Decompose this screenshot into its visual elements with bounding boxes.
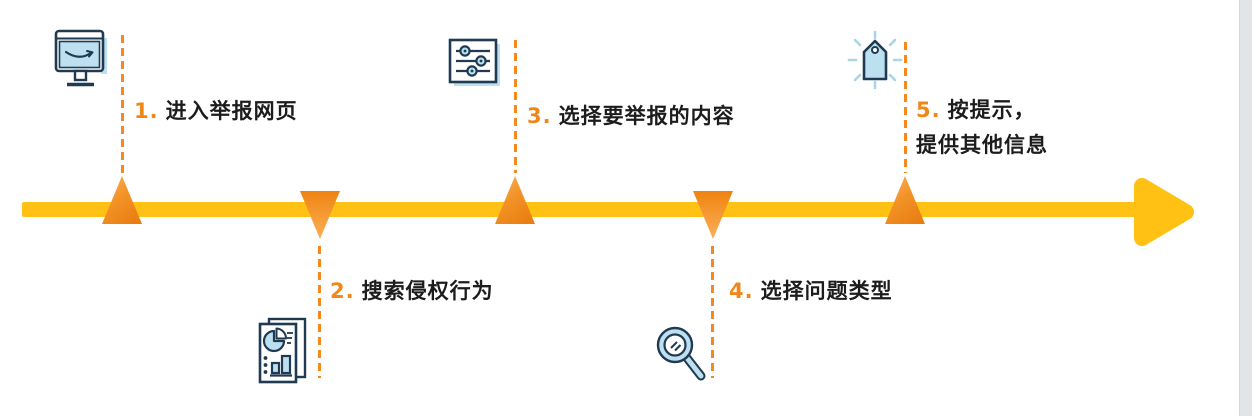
step-3-marker-triangle-up xyxy=(495,176,535,224)
report-chart-icon xyxy=(258,317,307,384)
page-edge-scrollbar[interactable] xyxy=(1239,0,1252,416)
step-3-text: 选择要举报的内容 xyxy=(558,104,735,128)
step-2-label: 2.搜索侵权行为 xyxy=(330,278,494,305)
monitor-amazon-icon xyxy=(54,29,107,87)
step-4-dashed-connector xyxy=(711,246,714,378)
step-3-number: 3. xyxy=(527,104,552,128)
step-4-number: 4. xyxy=(729,279,754,303)
step-4-text: 选择问题类型 xyxy=(760,279,893,303)
step-5-text: 按提示， xyxy=(947,98,1036,122)
sliders-icon xyxy=(448,38,500,86)
step-5-number: 5. xyxy=(916,98,941,122)
step-5-marker-triangle-up xyxy=(885,176,925,224)
step-3-dashed-connector xyxy=(514,40,517,173)
step-2-text: 搜索侵权行为 xyxy=(361,279,494,303)
timeline-arrowhead-icon xyxy=(1134,178,1194,246)
step-4-label: 4.选择问题类型 xyxy=(729,278,893,305)
step-1-marker-triangle-up xyxy=(102,176,142,224)
step-1-dashed-connector xyxy=(121,35,124,173)
price-tag-icon xyxy=(847,30,903,90)
step-5-line-2: 提供其他信息 xyxy=(916,133,1048,157)
magnifier-icon xyxy=(656,326,706,381)
step-5-dashed-connector xyxy=(904,42,907,173)
step-2-number: 2. xyxy=(330,279,355,303)
step-1-text: 进入举报网页 xyxy=(165,99,298,123)
step-2-dashed-connector xyxy=(318,246,321,378)
step-5-line-1: 5.按提示， xyxy=(916,93,1048,128)
step-1-label: 1.进入举报网页 xyxy=(134,98,298,125)
step-5-label: 5.按提示， 提供其他信息 xyxy=(916,93,1048,163)
step-1-number: 1. xyxy=(134,99,159,123)
timeline-arrow-shaft xyxy=(22,202,1162,217)
step-3-label: 3.选择要举报的内容 xyxy=(527,103,735,130)
